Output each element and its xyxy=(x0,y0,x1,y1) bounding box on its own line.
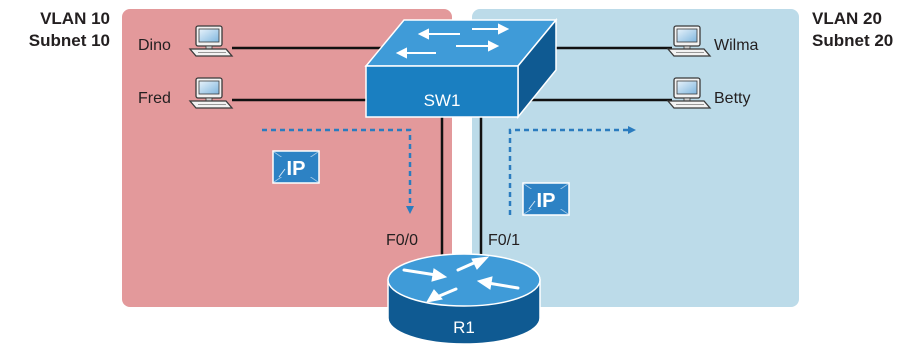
switch-label: SW1 xyxy=(423,91,461,110)
ip-packet-icon-right xyxy=(522,182,570,216)
flow-arrow-vlan10 xyxy=(262,128,414,214)
router-r1-icon xyxy=(387,253,541,345)
vlan-20-region xyxy=(472,9,799,307)
vlan-20-subnet: Subnet 20 xyxy=(812,31,894,50)
vlan-10-subnet: Subnet 10 xyxy=(28,31,110,50)
vlan-20-title: VLAN 20 xyxy=(812,9,882,28)
switch-sw1-icon xyxy=(364,17,558,120)
flow-arrow-vlan20 xyxy=(508,126,636,215)
port-f0-0-label: F0/0 xyxy=(386,232,419,249)
host-dino-label: Dino xyxy=(138,37,171,54)
host-wilma-label: Wilma xyxy=(714,37,759,54)
host-fred-label: Fred xyxy=(138,90,171,107)
vlan-10-title: VLAN 10 xyxy=(40,9,110,28)
vlan-10-label: VLAN 10 Subnet 10 xyxy=(20,8,110,52)
host-betty-label: Betty xyxy=(714,90,751,107)
vlan-20-label: VLAN 20 Subnet 20 xyxy=(812,8,893,52)
port-f0-1-label: F0/1 xyxy=(488,232,521,249)
ip-packet-icon-left xyxy=(272,150,320,184)
router-label: R1 xyxy=(453,318,475,337)
